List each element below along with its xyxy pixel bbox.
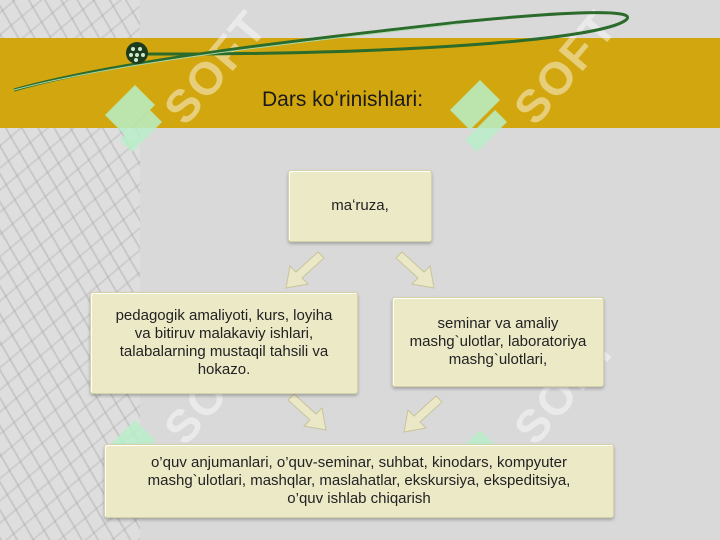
- node-text: talabalarning mustaqil tahsili va: [119, 343, 329, 360]
- arrow-top-left: [285, 251, 325, 289]
- logo-marks: [105, 80, 507, 502]
- node-text: hokazo.: [197, 361, 251, 378]
- arrow-bottom-right: [403, 395, 443, 433]
- swoosh-line: [13, 11, 630, 92]
- arrow-top-right: [395, 251, 435, 289]
- node-text: mashg`ulotlar, laboratoriya: [409, 333, 587, 350]
- node-text: pedagogik amaliyoti, kurs, loyiha: [115, 307, 333, 324]
- node-seminar: seminar va amaliy mashg`ulotlar, laborat…: [392, 297, 604, 387]
- arrow-bottom-left: [287, 393, 327, 431]
- node-practice: pedagogik amaliyoti, kurs, loyiha va bit…: [90, 292, 358, 394]
- node-text: mashg`ulotlari,: [448, 351, 548, 368]
- node-text: va bitiruv malakaviy ishlari,: [134, 325, 314, 342]
- page-title: Dars koʻrinishlari:: [262, 88, 424, 111]
- bead-icon: [126, 42, 148, 64]
- node-lecture: maʻruza,: [288, 170, 432, 242]
- node-text: mashg`ulotlari, mashqlar, maslahatlar, e…: [147, 472, 571, 489]
- node-text: seminar va amaliy: [437, 315, 559, 332]
- node-conferences: o’quv anjumanlari, o’quv-seminar, suhbat…: [104, 444, 614, 518]
- node-text: o’quv ishlab chiqarish: [287, 490, 431, 507]
- node-text: maʻruza,: [331, 197, 389, 214]
- node-text: o’quv anjumanlari, o’quv-seminar, suhbat…: [150, 454, 568, 471]
